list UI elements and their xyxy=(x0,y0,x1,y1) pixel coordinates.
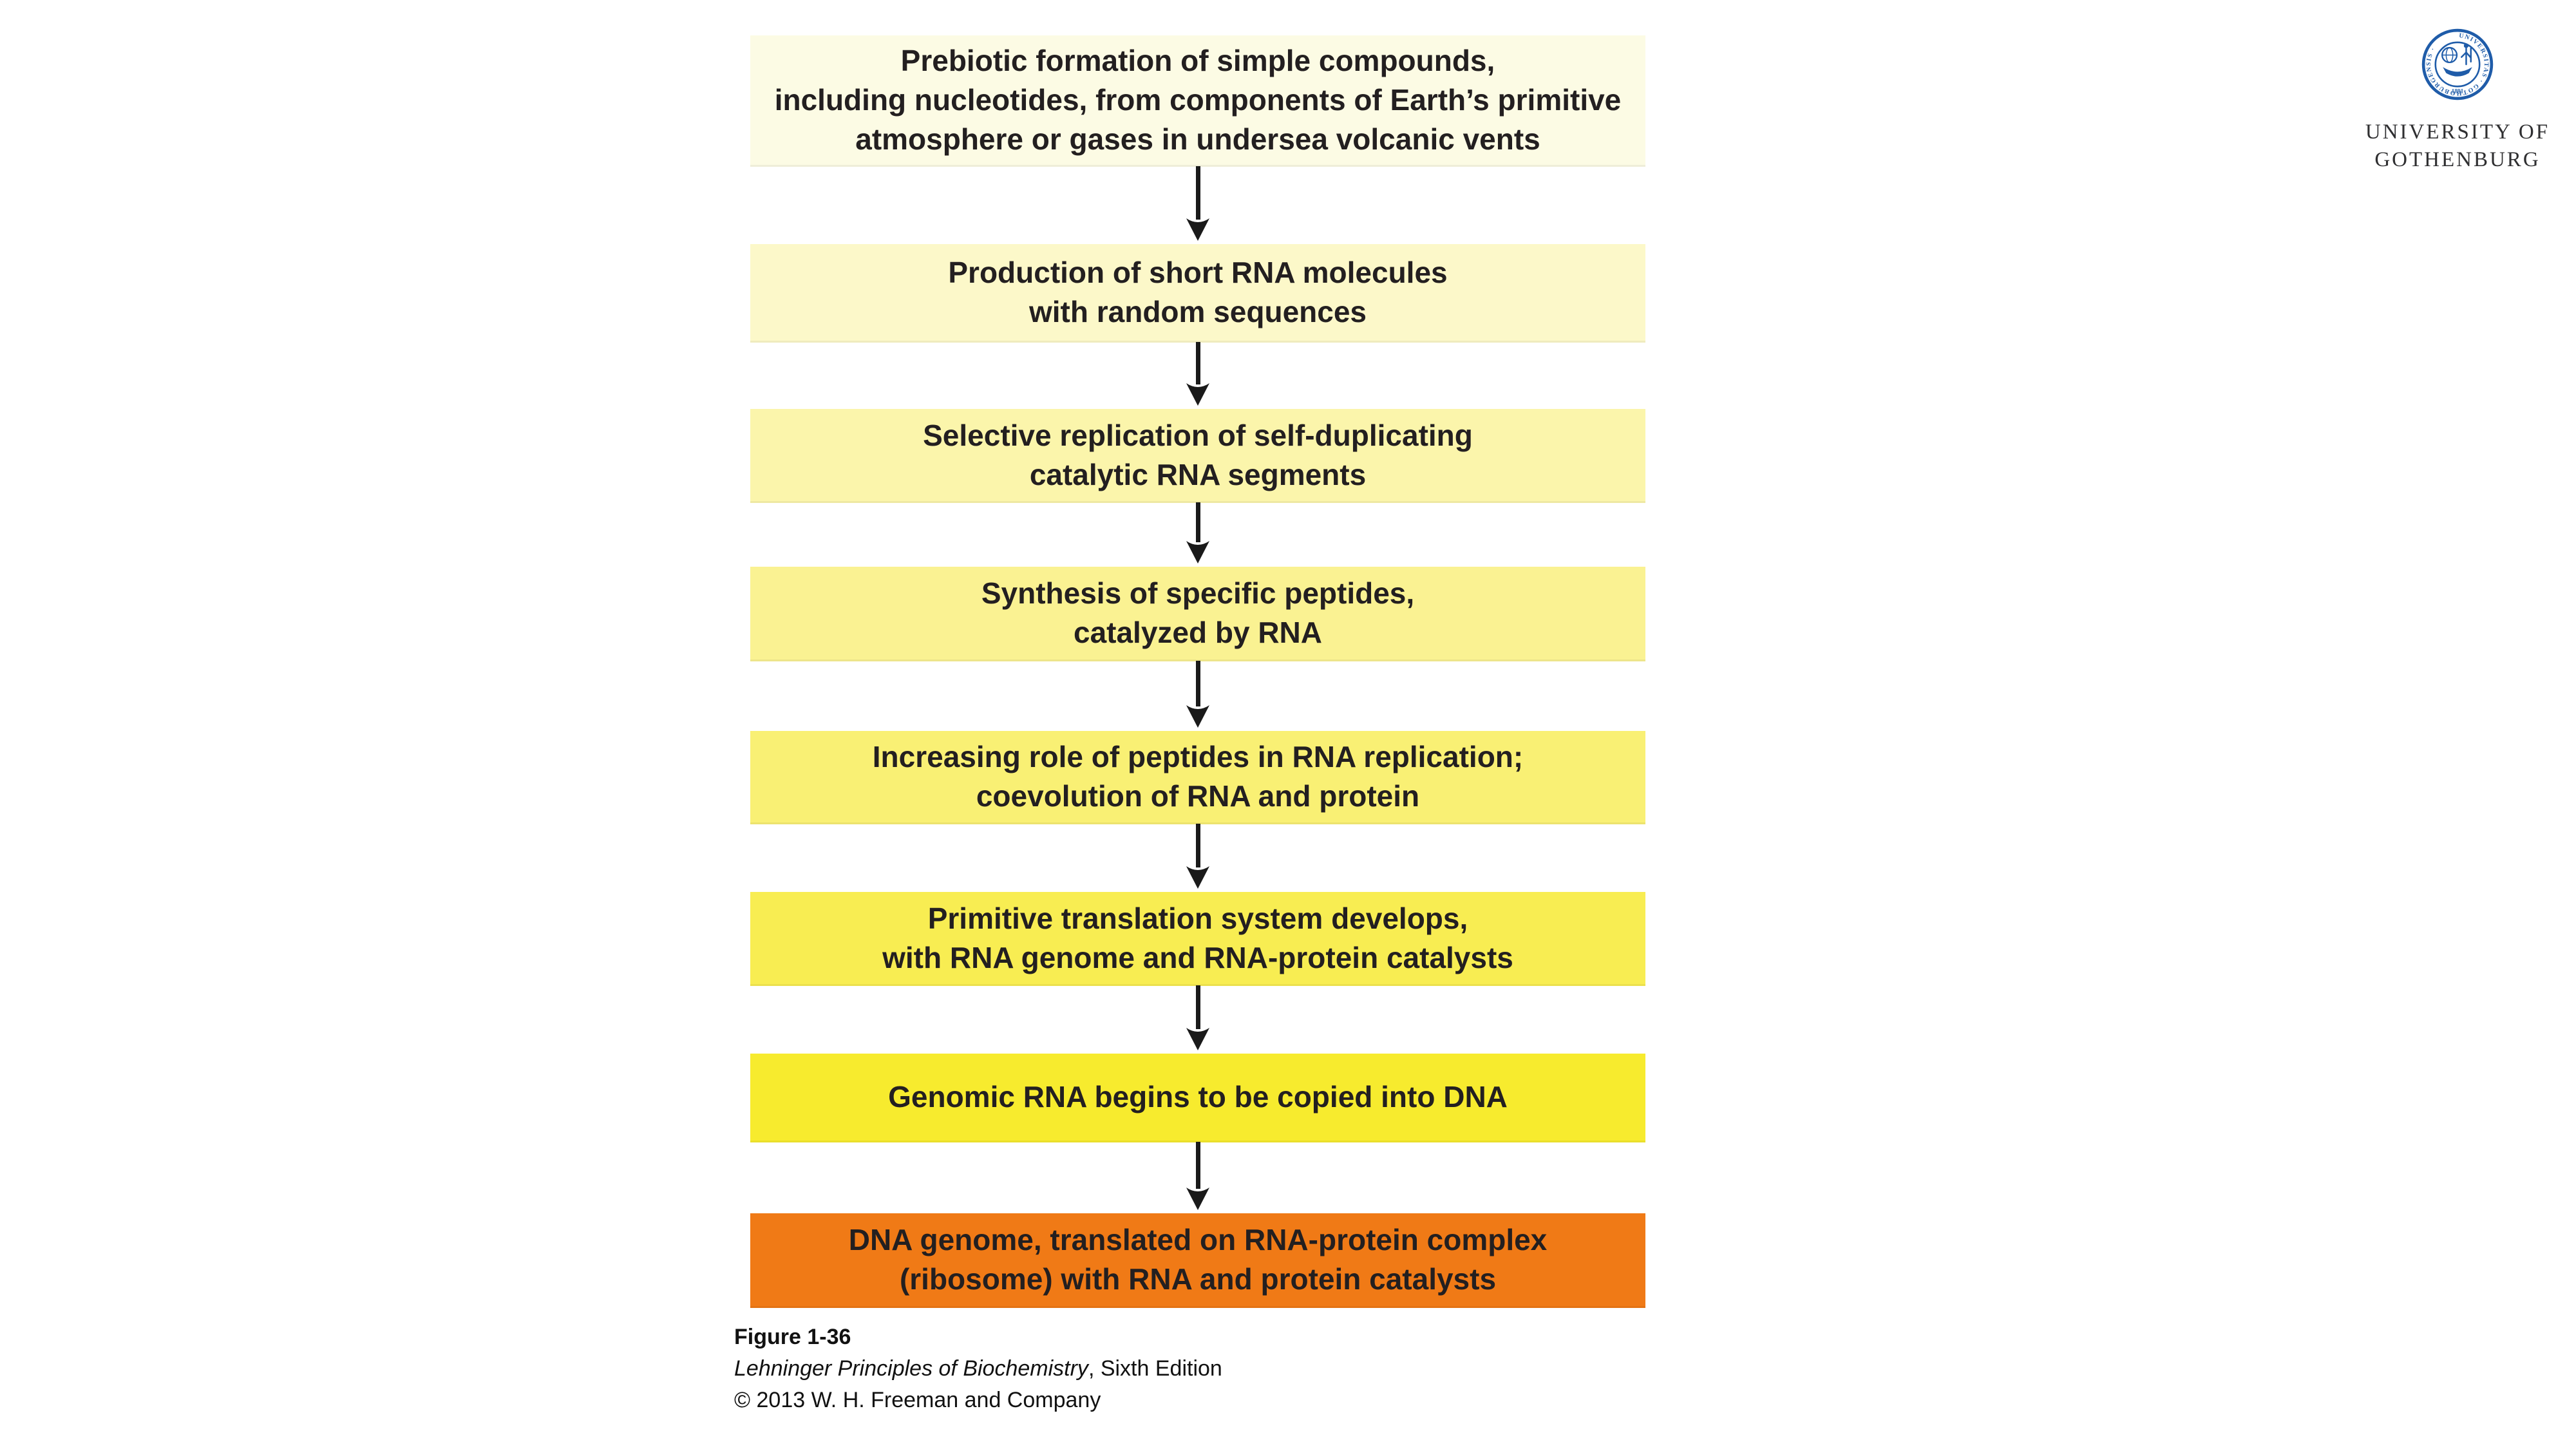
flow-step-8: DNA genome, translated on RNA-protein co… xyxy=(750,1213,1645,1308)
down-arrow-icon xyxy=(1185,166,1211,242)
flowchart: Prebiotic formation of simple compounds,… xyxy=(750,0,1645,1449)
flow-step-6: Primitive translation system develops, w… xyxy=(750,892,1645,986)
figure-caption: Figure 1-36 Lehninger Principles of Bioc… xyxy=(734,1321,1222,1416)
arrow-head xyxy=(1186,541,1209,564)
arrow-head xyxy=(1186,705,1209,728)
down-arrow-icon xyxy=(1185,502,1211,564)
university-wordmark-line2: GOTHENBURG xyxy=(2374,148,2541,171)
arrow-stem xyxy=(1195,166,1200,220)
arrow-stem xyxy=(1195,502,1200,542)
flow-step-4: Synthesis of specific peptides, catalyze… xyxy=(750,567,1645,661)
down-arrow-icon xyxy=(1185,824,1211,889)
university-seal-icon: UNIVERSITAS · GOTHOBURGENSIS · 1891 xyxy=(2421,28,2494,100)
flow-step-7: Genomic RNA begins to be copied into DNA xyxy=(750,1054,1645,1142)
down-arrow-icon xyxy=(1185,661,1211,728)
down-arrow-icon xyxy=(1185,985,1211,1051)
arrow-head xyxy=(1186,218,1209,241)
flow-step-5: Increasing role of peptides in RNA repli… xyxy=(750,731,1645,824)
down-arrow-icon xyxy=(1185,1142,1211,1211)
copyright-line: © 2013 W. H. Freeman and Company xyxy=(734,1388,1101,1412)
arrow-stem xyxy=(1195,985,1200,1029)
university-wordmark: UNIVERSITY OF GOTHENBURG xyxy=(2325,118,2576,174)
seal-year: 1891 xyxy=(2452,89,2464,95)
flow-step-2: Production of short RNA molecules with r… xyxy=(750,244,1645,343)
flow-step-3: Selective replication of self-duplicatin… xyxy=(750,409,1645,503)
seal-emblem xyxy=(2441,43,2472,77)
arrow-head xyxy=(1186,1188,1209,1210)
arrow-stem xyxy=(1195,661,1200,706)
arrow-stem xyxy=(1195,1142,1200,1189)
flow-step-1: Prebiotic formation of simple compounds,… xyxy=(750,35,1645,167)
university-wordmark-line1: UNIVERSITY OF xyxy=(2365,120,2550,144)
arrow-head xyxy=(1186,1028,1209,1050)
book-title-italic: Lehninger Principles of Biochemistry xyxy=(734,1356,1088,1381)
book-edition: , Sixth Edition xyxy=(1088,1356,1222,1381)
book-title: Lehninger Principles of Biochemistry, Si… xyxy=(734,1353,1222,1385)
arrow-head xyxy=(1186,383,1209,406)
down-arrow-icon xyxy=(1185,342,1211,406)
arrow-stem xyxy=(1195,342,1200,384)
figure-number: Figure 1-36 xyxy=(734,1325,851,1349)
arrow-head xyxy=(1186,866,1209,889)
arrow-stem xyxy=(1195,824,1200,867)
